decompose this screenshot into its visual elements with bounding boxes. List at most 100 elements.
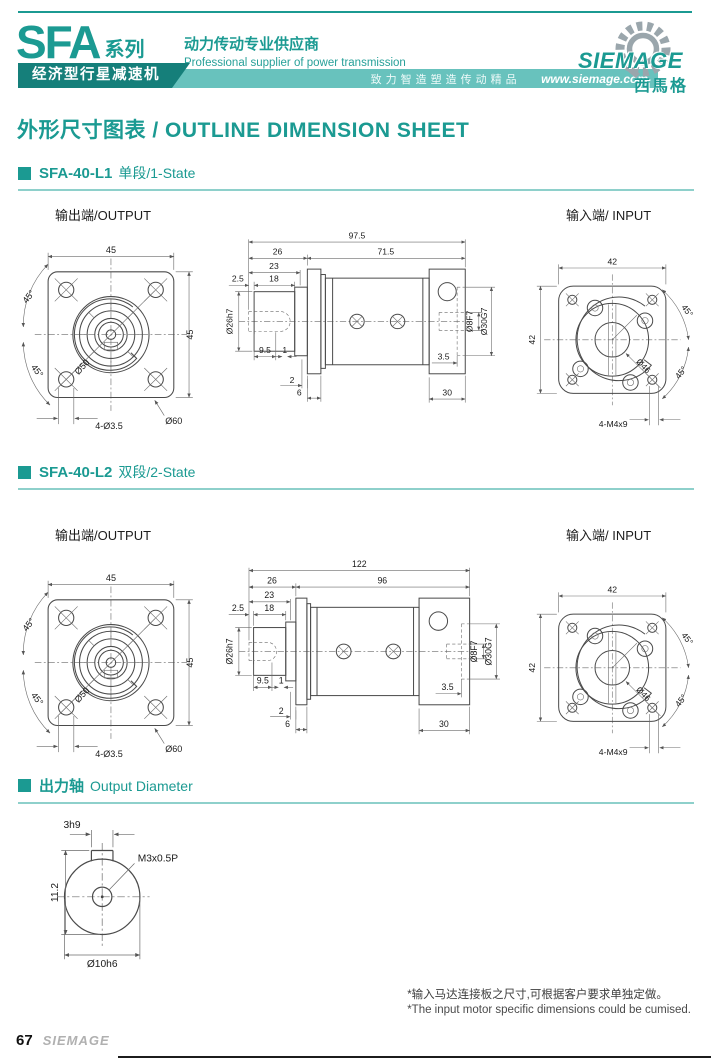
brand-name-cn: 西馬格 — [634, 78, 689, 95]
page-number: 67 — [16, 1032, 33, 1049]
dim-2-5: 2.5 — [232, 603, 244, 613]
dim-key-width: 3h9 — [63, 820, 80, 831]
footnote-cn: *输入马达连接板之尺寸,可根据客户要求单独定做。 — [407, 989, 668, 1001]
dim-pilot-dia: Ø46 — [634, 685, 653, 704]
footnote-en: *The input motor specific dimensions cou… — [407, 1004, 691, 1016]
dim-hub-dia: Ø26h7 — [226, 638, 234, 664]
l1-input-label: 输入端/ INPUT — [566, 208, 652, 223]
dim-bore-depth: 9.5 — [257, 676, 269, 686]
section3-title-cn: 出力轴 — [39, 778, 85, 795]
dim-adapter-len: 30 — [442, 387, 452, 397]
dim-1: 1 — [282, 345, 287, 355]
dim-pilot-dia: Ø60 — [165, 744, 182, 754]
footer-brand: SIEMAGE — [42, 1033, 110, 1048]
dim-angle-bottom: 45° — [29, 362, 46, 379]
page-footer: 67 SIEMAGE — [16, 1032, 110, 1049]
dim-2: 2 — [290, 375, 295, 385]
dim-angle-top: 45° — [20, 616, 37, 633]
section3-title-en: Output Diameter — [90, 777, 193, 794]
section-header-sfa-40-l2: SFA-40-L2 双段/2-State — [18, 462, 694, 490]
dim-total-length: 97.5 — [349, 230, 366, 240]
l1-side-view-drawing: 97.5 26 71.5 23 2.5 18 Ø26h7 9.5 1 2 6 3… — [226, 230, 506, 418]
dim-angle-bottom: 45° — [673, 692, 689, 708]
dim-23: 23 — [269, 261, 279, 271]
dim-flange-height: 42 — [527, 335, 537, 345]
dim-flange-thk: 6 — [285, 719, 290, 729]
header-top-rule — [18, 11, 692, 13]
product-banner: 经济型行星减速机 — [18, 63, 190, 88]
dim-body-length: 96 — [377, 575, 387, 585]
dim-adapter-len: 30 — [439, 719, 449, 729]
dim-spigot-bore: Ø30G7 — [479, 307, 489, 335]
dim-23: 23 — [264, 590, 274, 600]
header-band-text: 致力智造塑造传动精品 www.siemage.com — [371, 69, 648, 90]
dim-bolt-circle: Ø50 — [73, 685, 92, 704]
dim-angle-top: 45° — [679, 302, 695, 318]
dim-flange-height: 42 — [527, 663, 537, 673]
dim-body-length: 71.5 — [378, 247, 395, 257]
dim-recess-depth: 3.5 — [442, 682, 454, 692]
dim-bolt-circle: Ø50 — [73, 357, 92, 376]
dim-motor-bore: Ø8F7 — [469, 640, 479, 662]
dim-bore-depth: 9.5 — [259, 345, 271, 355]
l1-output-label: 输出端/OUTPUT — [55, 208, 152, 223]
section2-subtitle: 双段/2-State — [118, 464, 196, 480]
dim-motor-bore: Ø8F7 — [464, 311, 474, 333]
dim-angle-bottom: 45° — [29, 690, 46, 707]
dim-output-section: 26 — [273, 247, 283, 257]
tagline-cn-regular: 动力传动 — [184, 36, 245, 53]
dim-2: 2 — [279, 706, 284, 716]
section1-model: SFA-40-L1 — [39, 164, 113, 182]
dim-angle-top: 45° — [679, 630, 695, 646]
dim-flange-width: 45 — [106, 573, 116, 583]
header-band: 致力智造塑造传动精品 www.siemage.com — [150, 69, 658, 88]
l2-input-flange-drawing: 42 42 45° 45° Ø46 4-M4x9 — [527, 584, 695, 757]
section-bullet-square — [18, 166, 31, 180]
sfa-logo-text: SFA — [16, 16, 101, 68]
dim-key-height: 11.2 — [50, 883, 61, 902]
dim-18: 18 — [269, 274, 279, 284]
footer-rule — [118, 1056, 711, 1058]
dim-flange-width: 45 — [106, 245, 116, 255]
dim-angle-top: 45° — [20, 288, 37, 305]
dim-center-thread: M3x0.5P — [138, 853, 179, 864]
dim-mount-holes: 4-Ø3.5 — [95, 421, 123, 431]
gear-icon — [615, 21, 671, 79]
dim-total-length: 122 — [352, 559, 367, 569]
dim-mount-holes: 4-Ø3.5 — [95, 749, 123, 759]
section-header-sfa-40-l1: SFA-40-L1 单段/1-State — [18, 163, 694, 191]
output-shaft-drawing: 3h9 11.2 M3x0.5P Ø10h6 — [50, 820, 179, 969]
header-tagline: 动力传动专业供应商 Professional supplier of power… — [184, 33, 406, 69]
brand-name: SIEMAGE — [578, 48, 683, 73]
section-bullet-square — [18, 779, 31, 792]
section2-model: SFA-40-L2 — [39, 463, 113, 481]
l2-input-label: 输入端/ INPUT — [566, 528, 652, 543]
section-bullet-square — [18, 465, 31, 479]
dim-18: 18 — [264, 603, 274, 613]
footnotes: *输入马达连接板之尺寸,可根据客户要求单独定做。 *The input moto… — [407, 988, 691, 1018]
dim-output-section: 26 — [267, 575, 277, 585]
dim-spigot-bore: Ø30G7 — [484, 637, 494, 665]
l2-side-view-drawing: 122 26 96 23 2.5 18 Ø26h7 9.5 1 2 6 30 3… — [226, 559, 511, 750]
dim-flange-thk: 6 — [297, 387, 302, 397]
dim-pilot-dia: Ø46 — [634, 357, 653, 376]
dim-pilot-dia: Ø60 — [165, 416, 182, 426]
section-header-output-shaft: 出力轴 Output Diameter — [18, 775, 694, 804]
dim-flange-height: 45 — [185, 330, 195, 340]
dim-flange-width: 42 — [607, 584, 617, 594]
dim-angle-bottom: 45° — [673, 364, 689, 380]
band-slogan: 致力智造塑造传动精品 — [370, 74, 521, 86]
dim-2-5: 2.5 — [232, 274, 244, 284]
l2-output-flange-drawing: 45 45 45° 45° Ø50 4-Ø3.5 Ø60 — [20, 573, 194, 759]
dim-mount-holes: 4-M4x9 — [599, 747, 628, 757]
sfa-series-logo: SFA 系列 — [16, 16, 145, 68]
section1-subtitle: 单段/1-State — [118, 165, 196, 181]
dim-mount-holes: 4-M4x9 — [599, 419, 628, 429]
tagline-cn-bold: 专业供应商 — [244, 36, 320, 53]
sfa-logo-suffix: 系列 — [104, 39, 145, 61]
band-website-link[interactable]: www.siemage.com — [541, 72, 648, 86]
dim-flange-width: 42 — [607, 256, 617, 266]
tagline-en: Professional supplier of power transmiss… — [184, 57, 406, 69]
l1-input-flange-drawing: 42 42 45° 45° Ø46 4-M4x9 — [527, 256, 695, 429]
